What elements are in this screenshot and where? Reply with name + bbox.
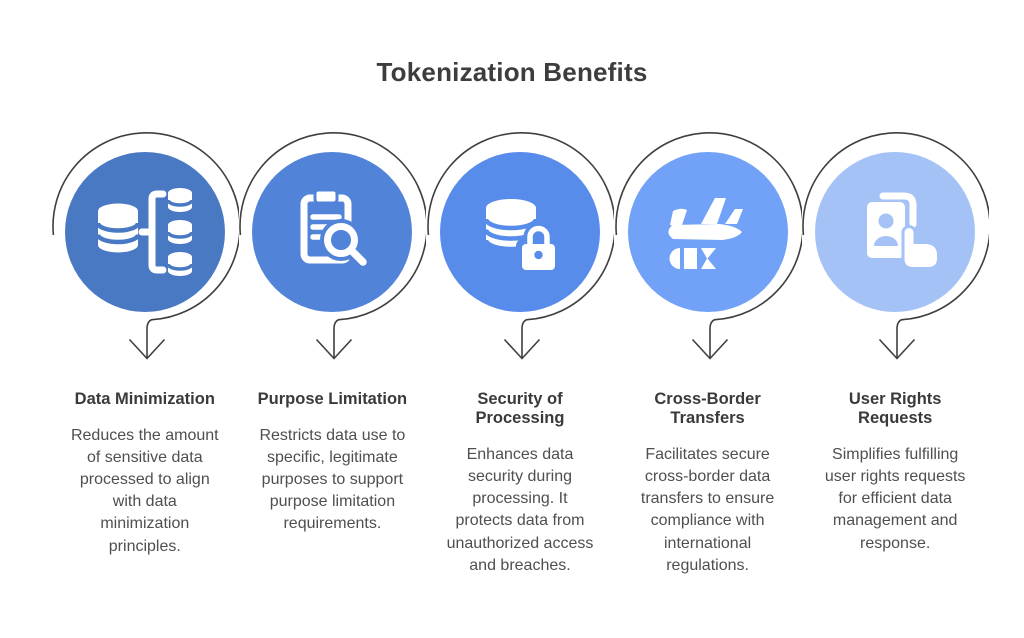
down-arrow-icon — [316, 338, 353, 360]
page-title: Tokenization Benefits — [376, 57, 648, 87]
benefit-graphic — [802, 132, 990, 360]
benefit-graphic — [614, 132, 802, 360]
circle-outline-path — [427, 132, 614, 358]
circle-outline-path — [802, 132, 990, 358]
circle-outline-path — [52, 132, 239, 358]
benefit-heading: User Rights Requests — [848, 390, 942, 428]
circle-outline-path — [239, 132, 427, 358]
benefits-row: Data Minimization Reduces the amount of … — [51, 131, 990, 577]
benefit-purpose-limitation: Purpose Limitation Restricts data use to… — [239, 131, 427, 577]
benefit-description: Enhances data security during processing… — [446, 446, 594, 574]
circle-outline-path — [614, 132, 802, 358]
benefit-heading: Security of Processing — [475, 390, 565, 428]
database-lock-icon — [483, 199, 561, 273]
airplane-transfer-icon — [667, 198, 743, 269]
benefit-heading: Purpose Limitation — [257, 390, 408, 408]
down-arrow-icon — [128, 338, 165, 360]
benefit-heading: Data Minimization — [74, 390, 215, 408]
benefit-graphic — [52, 132, 239, 360]
down-arrow-icon — [503, 338, 541, 360]
benefit-data-minimization: Data Minimization Reduces the amount of … — [51, 131, 239, 577]
benefit-cross-border-transfers: Cross-Border Transfers Facilitates secur… — [614, 131, 802, 577]
benefit-graphic — [427, 132, 614, 360]
id-card-hand-icon — [867, 192, 941, 270]
benefit-description: Facilitates secure cross-border data tra… — [640, 446, 775, 574]
benefit-graphic — [239, 132, 427, 360]
benefit-description: Simplifies fulfilling user rights reques… — [824, 446, 966, 552]
down-arrow-icon — [879, 338, 916, 360]
database-branch-icon — [95, 188, 194, 276]
clipboard-magnifier-icon — [300, 188, 373, 271]
benefit-heading: Cross-Border Transfers — [654, 390, 761, 428]
down-arrow-icon — [691, 338, 728, 360]
benefit-description: Restricts data use to specific, legitima… — [259, 427, 406, 533]
benefit-description: Reduces the amount of sensitive data pro… — [70, 427, 219, 555]
benefit-user-rights-requests: User Rights Requests Simplifies fulfilli… — [801, 131, 990, 577]
benefit-security-of-processing: Security of Processing Enhances data sec… — [426, 131, 614, 577]
